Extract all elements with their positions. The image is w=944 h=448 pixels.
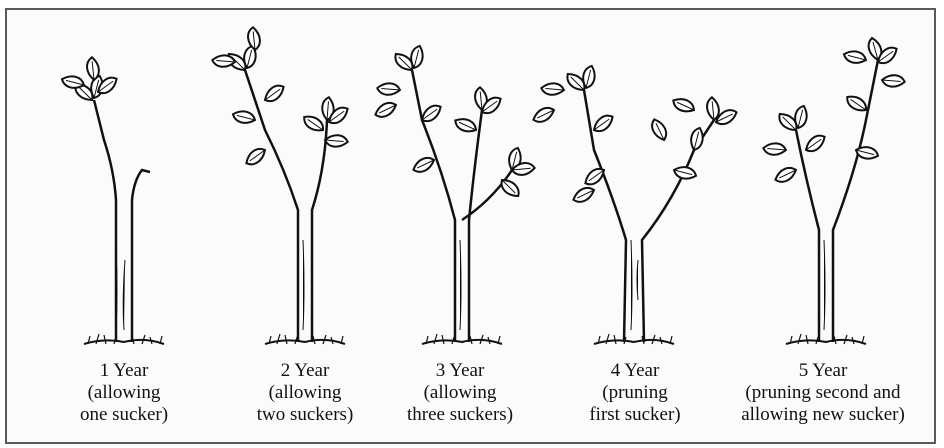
caption-3-year: 3 Year (allowing three suckers) [380, 360, 540, 426]
caption-5-year: 5 Year (pruning second and allowing new … [718, 360, 928, 426]
caption-5-year-line3: allowing new sucker) [718, 404, 928, 426]
caption-2-year: 2 Year (allowing two suckers) [233, 360, 377, 426]
caption-3-year-line3: three suckers) [380, 404, 540, 426]
caption-4-year: 4 Year (pruning first sucker) [565, 360, 705, 426]
caption-1-year-title: 1 Year [54, 360, 194, 382]
caption-3-year-title: 3 Year [380, 360, 540, 382]
caption-3-year-line2: (allowing [380, 382, 540, 404]
caption-2-year-line3: two suckers) [233, 404, 377, 426]
caption-4-year-title: 4 Year [565, 360, 705, 382]
caption-2-year-title: 2 Year [233, 360, 377, 382]
caption-1-year-line3: one sucker) [54, 404, 194, 426]
caption-5-year-title: 5 Year [718, 360, 928, 382]
caption-5-year-line2: (pruning second and [718, 382, 928, 404]
caption-4-year-line3: first sucker) [565, 404, 705, 426]
caption-4-year-line2: (pruning [565, 382, 705, 404]
caption-2-year-line2: (allowing [233, 382, 377, 404]
caption-1-year: 1 Year (allowing one sucker) [54, 360, 194, 426]
caption-1-year-line2: (allowing [54, 382, 194, 404]
